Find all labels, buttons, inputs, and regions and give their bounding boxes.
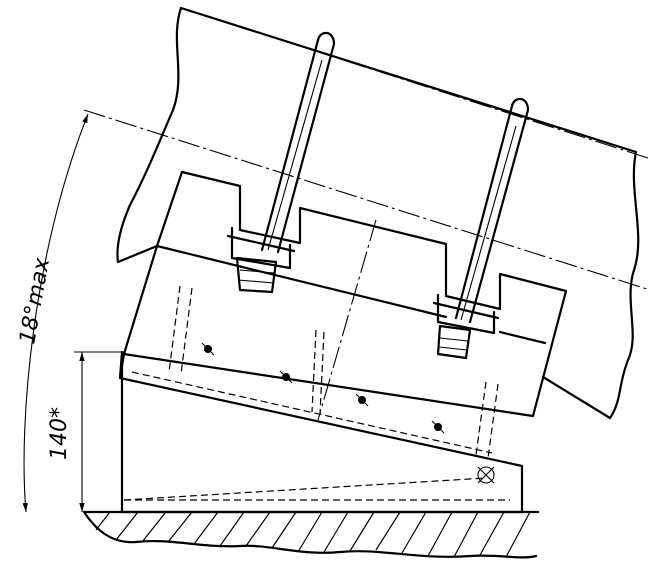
hidden-holes xyxy=(168,285,499,459)
height-dimension: 140* xyxy=(47,351,124,512)
floor xyxy=(82,510,540,559)
body-centerline xyxy=(317,219,377,421)
tilt-centerlines xyxy=(83,29,651,291)
stud-bolts xyxy=(235,31,530,360)
angle-dimension-label: 18°max xyxy=(15,255,55,346)
height-dimension-label: 140* xyxy=(47,407,72,460)
wedge-base xyxy=(118,350,524,514)
bolt-heads xyxy=(201,342,495,484)
upper-housing xyxy=(116,6,640,420)
machine-body xyxy=(122,170,568,418)
